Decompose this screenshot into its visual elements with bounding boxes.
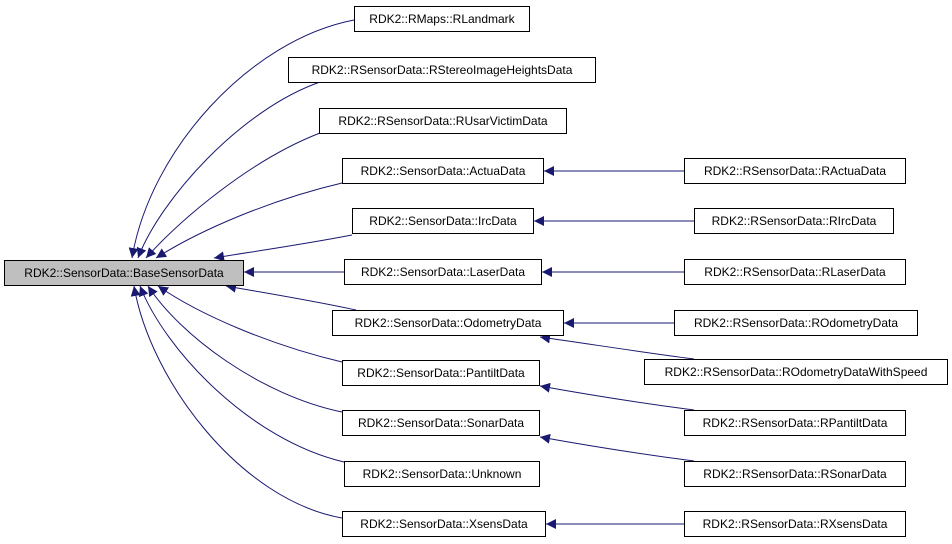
- node-laser-data[interactable]: RDK2::SensorData::LaserData: [344, 259, 542, 285]
- node-rodometry-data-with-speed[interactable]: RDK2::RSensorData::ROdometryDataWithSpee…: [644, 359, 948, 385]
- node-sonar-data[interactable]: RDK2::SensorData::SonarData: [342, 410, 540, 436]
- edge-rusar-to-base: [145, 132, 321, 259]
- node-rodometry-data[interactable]: RDK2::RSensorData::ROdometryData: [674, 310, 918, 336]
- edge-rodomspeed-to-odometry: [539, 333, 695, 360]
- node-unknown[interactable]: RDK2::SensorData::Unknown: [344, 461, 540, 487]
- edge-irc-to-base: [213, 234, 353, 262]
- node-rusar-victim-data[interactable]: RDK2::RSensorData::RUsarVictimData: [319, 108, 567, 134]
- edge-xsens-to-base: [130, 285, 343, 519]
- edge-rstereo-to-base: [136, 81, 321, 259]
- node-actua-data[interactable]: RDK2::SensorData::ActuaData: [342, 158, 544, 184]
- edge-odometry-to-base: [225, 282, 357, 311]
- edge-unknown-to-base: [138, 285, 345, 463]
- node-xsens-data[interactable]: RDK2::SensorData::XsensData: [342, 511, 546, 537]
- edge-rpantilt-to-pantilt: [539, 382, 695, 411]
- edge-actua-to-base: [155, 182, 343, 259]
- node-rstereo-image-heights-data[interactable]: RDK2::RSensorData::RStereoImageHeightsDa…: [288, 57, 596, 83]
- edge-sonar-to-base: [147, 285, 343, 413]
- node-ractua-data[interactable]: RDK2::RSensorData::RActuaData: [684, 158, 906, 184]
- node-rlaser-data[interactable]: RDK2::RSensorData::RLaserData: [684, 259, 906, 285]
- edge-pantilt-to-base: [157, 285, 343, 363]
- node-rirc-data[interactable]: RDK2::RSensorData::RIrcData: [694, 208, 894, 234]
- edge-rsonar-to-sonar: [539, 433, 695, 462]
- node-rpantilt-data[interactable]: RDK2::RSensorData::RPantiltData: [684, 410, 906, 436]
- node-irc-data[interactable]: RDK2::SensorData::IrcData: [352, 208, 534, 234]
- node-rsonar-data[interactable]: RDK2::RSensorData::RSonarData: [684, 461, 906, 487]
- node-base-sensor-data: RDK2::SensorData::BaseSensorData: [4, 260, 244, 286]
- node-pantilt-data[interactable]: RDK2::SensorData::PantiltData: [342, 360, 540, 386]
- node-odometry-data[interactable]: RDK2::SensorData::OdometryData: [332, 310, 564, 336]
- edge-rlandmark-to-base: [128, 19, 355, 259]
- node-rxsens-data[interactable]: RDK2::RSensorData::RXsensData: [684, 511, 906, 537]
- node-rlandmark[interactable]: RDK2::RMaps::RLandmark: [354, 6, 530, 32]
